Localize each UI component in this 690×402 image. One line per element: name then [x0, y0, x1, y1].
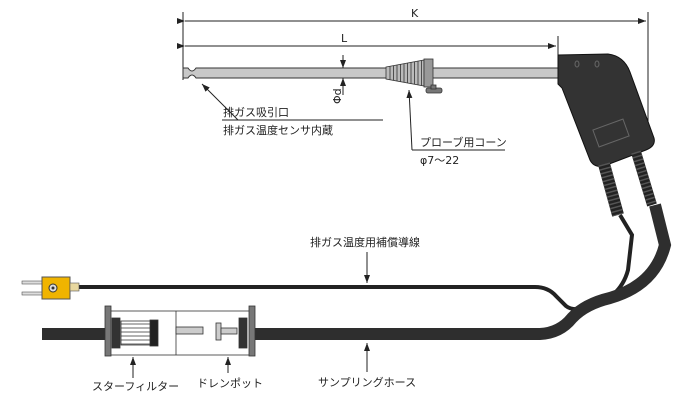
sampling-hose-label: サンプリングホース [318, 375, 416, 389]
sampling-hose [42, 203, 672, 340]
handle-cables [598, 150, 657, 217]
probe-cone [385, 58, 443, 94]
dimension-phi-d-label: Φd [331, 88, 344, 104]
dimension-l: L [177, 32, 556, 49]
thermocouple-connector [21, 276, 80, 300]
compensating-wire-label: 排ガス温度用補償導線 [310, 235, 420, 249]
dimension-k: K [177, 7, 646, 24]
cone-size-label: φ7〜22 [420, 154, 459, 167]
inlet-sensor-label: 排ガス温度センサ内蔵 [223, 123, 333, 137]
probe-handle [557, 53, 655, 167]
filter-drain-unit [104, 305, 256, 357]
dimension-l-label: L [341, 32, 348, 45]
cone-label: プローブ用コーン [420, 135, 507, 149]
leader-lines [130, 83, 505, 378]
probe-tube [182, 67, 561, 79]
drain-pot-label: ドレンポット [197, 377, 263, 390]
dimension-k-label: K [411, 7, 419, 20]
dimension-phi-d: Φd [331, 55, 346, 104]
inlet-label: 排ガス吸引口 [223, 105, 289, 119]
compensating-wire [78, 213, 635, 312]
star-filter-label: スターフィルター [92, 380, 179, 393]
